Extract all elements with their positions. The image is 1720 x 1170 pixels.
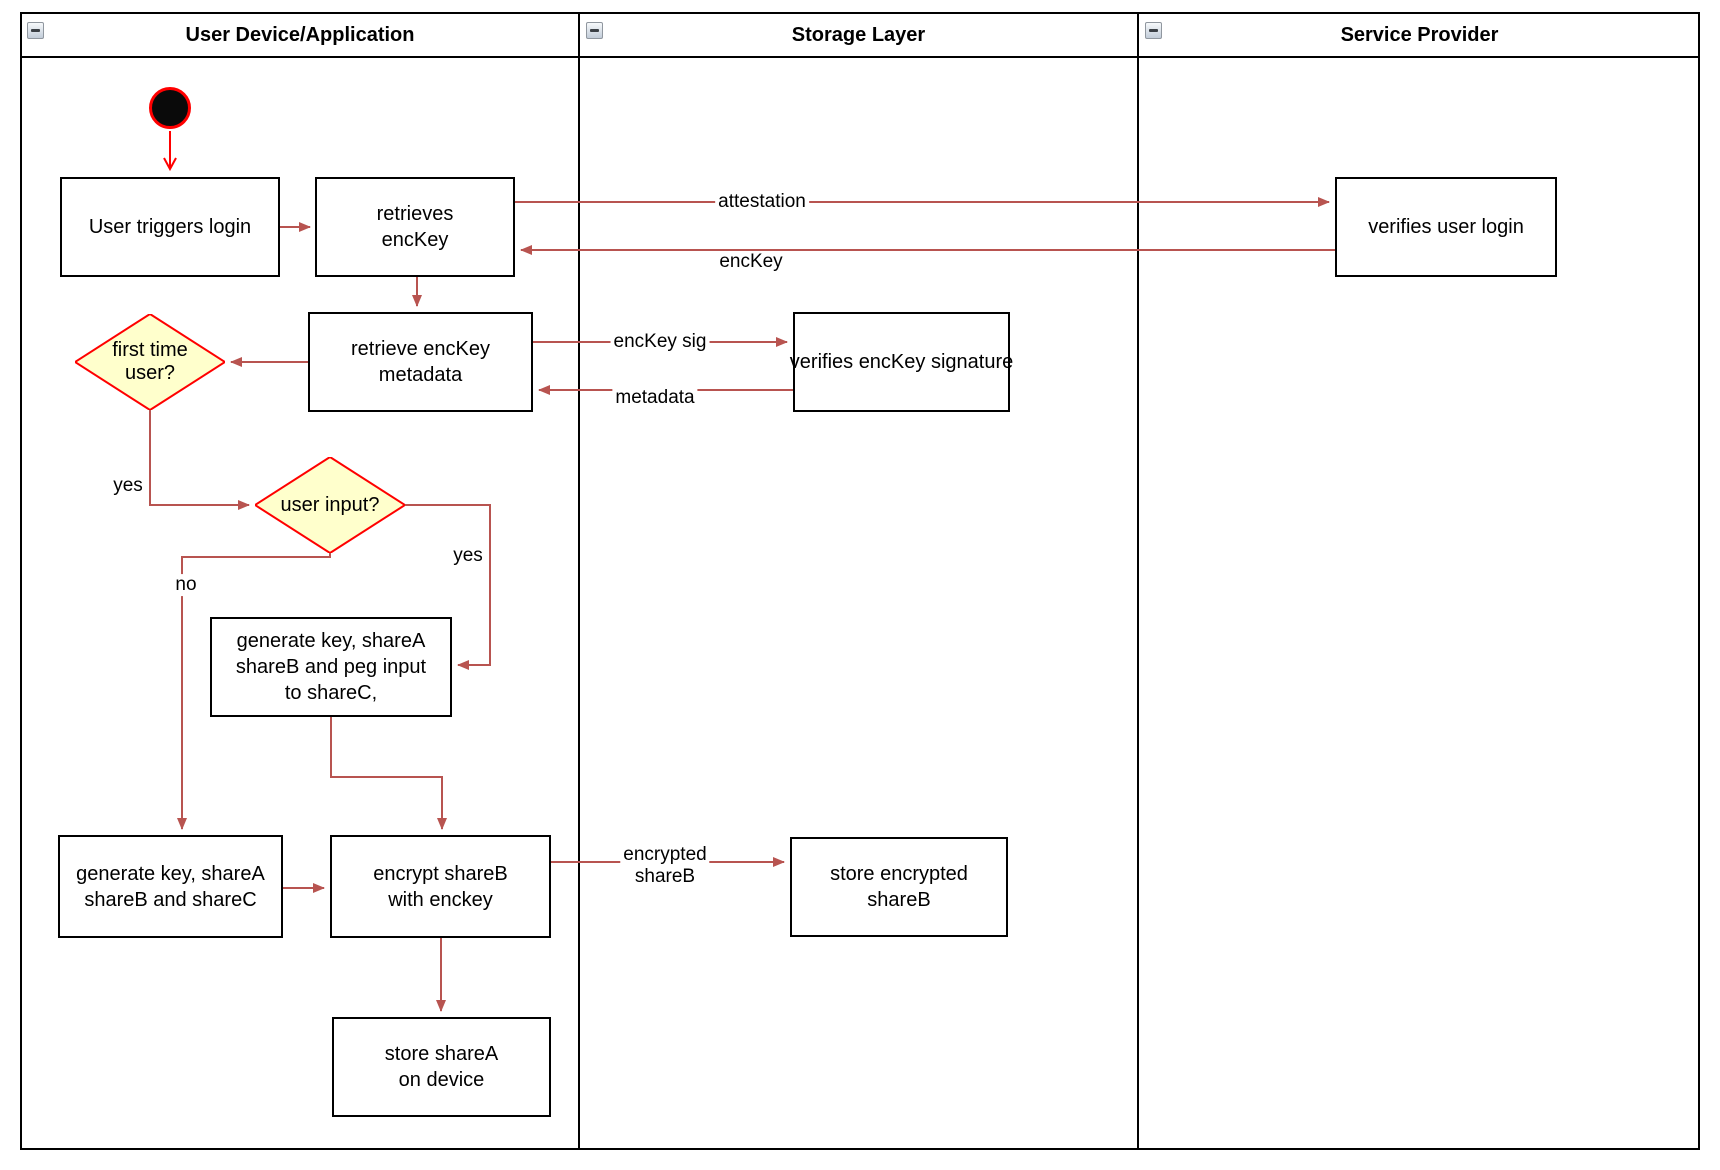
start-node[interactable] bbox=[149, 87, 191, 129]
node-generate-key-sharec[interactable]: generate key, shareA shareB and shareC bbox=[58, 835, 283, 938]
lane-title-text: Storage Layer bbox=[791, 23, 926, 46]
diamond-shape bbox=[255, 457, 405, 553]
node-label: encrypt shareB with enckey bbox=[373, 862, 508, 911]
decision-first-time-user[interactable]: first time user? bbox=[75, 314, 225, 410]
node-label: generate key, shareA shareB and peg inpu… bbox=[235, 630, 427, 704]
node-user-triggers-login[interactable]: User triggers login bbox=[60, 177, 280, 277]
node-label: retrieve encKey metadata bbox=[351, 338, 490, 386]
edge-label-yes-user-input: yes bbox=[450, 545, 486, 567]
edge-label-no-user-input: no bbox=[172, 574, 200, 596]
lane-divider-1 bbox=[578, 12, 580, 1150]
minus-glyph bbox=[1149, 29, 1158, 32]
lane-header-user-device[interactable]: User Device/Application bbox=[22, 14, 578, 56]
lane-divider-2 bbox=[1137, 12, 1139, 1150]
decision-user-input[interactable]: user input? bbox=[255, 457, 405, 553]
diamond-shape bbox=[75, 314, 225, 410]
edge-label-encrypted-shareb: encrypted shareB bbox=[620, 844, 710, 888]
node-label: store encrypted shareB bbox=[830, 863, 968, 911]
lane-header-service-provider[interactable]: Service Provider bbox=[1139, 14, 1700, 56]
node-encrypt-shareb[interactable]: encrypt shareB with enckey bbox=[330, 835, 551, 938]
lane-header-storage-layer[interactable]: Storage Layer bbox=[580, 14, 1137, 56]
collapse-minus-icon[interactable] bbox=[27, 22, 44, 39]
node-retrieve-enckey-metadata[interactable]: retrieve encKey metadata bbox=[308, 312, 533, 412]
node-label: verifies user login bbox=[1368, 216, 1524, 238]
lane-title-text: User Device/Application bbox=[185, 23, 415, 46]
node-store-sharea[interactable]: store shareA on device bbox=[332, 1017, 551, 1117]
edge-label-metadata: metadata bbox=[612, 387, 698, 409]
collapse-minus-icon[interactable] bbox=[586, 22, 603, 39]
node-retrieves-enckey[interactable]: retrieves encKey bbox=[315, 177, 515, 277]
node-verifies-user-login[interactable]: verifies user login bbox=[1335, 177, 1557, 277]
decision-label: first time user? bbox=[112, 339, 188, 384]
node-label: generate key, shareA shareB and shareC bbox=[76, 862, 265, 911]
node-store-encrypted-shareb[interactable]: store encrypted shareB bbox=[790, 837, 1008, 937]
node-generate-key-peg-input[interactable]: generate key, shareA shareB and peg inpu… bbox=[210, 617, 452, 717]
edge-label-enckey: encKey bbox=[716, 251, 786, 273]
collapse-minus-icon[interactable] bbox=[1145, 22, 1162, 39]
node-label: User triggers login bbox=[88, 216, 252, 238]
edge-label-yes-first-time: yes bbox=[110, 475, 146, 497]
node-label: retrieves encKey bbox=[376, 203, 454, 251]
minus-glyph bbox=[590, 29, 599, 32]
minus-glyph bbox=[31, 29, 40, 32]
node-verifies-enckey-signature[interactable]: verifies encKey signature bbox=[789, 312, 1014, 412]
decision-label: user input? bbox=[280, 493, 380, 516]
node-label: store shareA on device bbox=[384, 1043, 499, 1091]
lane-title-text: Service Provider bbox=[1340, 23, 1499, 46]
node-label: verifies encKey signature bbox=[789, 351, 1014, 373]
edge-label-enckey-sig: encKey sig bbox=[610, 331, 710, 353]
header-separator bbox=[20, 56, 1700, 58]
edge-label-attestation: attestation bbox=[715, 191, 809, 213]
